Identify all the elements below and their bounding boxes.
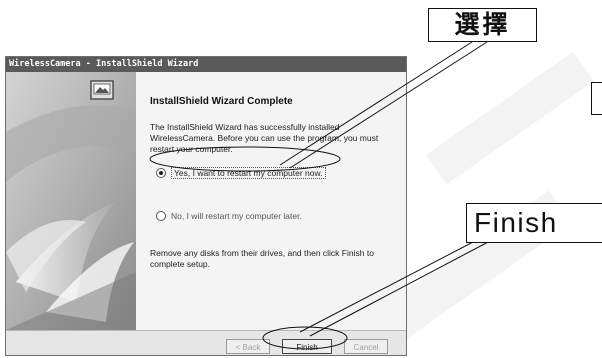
restart-now-label: Yes, I want to restart my computer now. xyxy=(171,167,326,179)
wizard-heading: InstallShield Wizard Complete xyxy=(150,96,293,107)
radio-unchecked-icon[interactable] xyxy=(156,211,166,221)
wizard-content: InstallShield Wizard Complete The Instal… xyxy=(136,72,406,330)
finish-button[interactable]: Finish xyxy=(282,339,332,354)
restart-now-option[interactable]: Yes, I want to restart my computer now. xyxy=(156,167,326,179)
window-title: WirelessCamera - InstallShield Wizard xyxy=(6,57,406,72)
wizard-footer-text: Remove any disks from their drives, and … xyxy=(150,248,374,269)
back-button[interactable]: < Back xyxy=(226,339,270,354)
cancel-button[interactable]: Cancel xyxy=(344,339,388,354)
select-callout: 選擇 xyxy=(428,8,537,42)
finish-callout: Finish xyxy=(466,203,602,243)
wizard-button-bar: < Back Finish Cancel xyxy=(6,330,406,355)
computer-setup-icon xyxy=(90,80,114,100)
side-art-graphic xyxy=(6,72,136,330)
radio-checked-icon[interactable] xyxy=(156,168,166,178)
wizard-message: The InstallShield Wizard has successfull… xyxy=(150,122,379,154)
installer-window: WirelessCamera - InstallShield Wizard xyxy=(5,56,407,356)
restart-later-option[interactable]: No, I will restart my computer later. xyxy=(156,211,302,221)
wizard-side-art xyxy=(6,72,136,330)
restart-later-label: No, I will restart my computer later. xyxy=(171,211,302,221)
edge-callout-stub xyxy=(591,82,602,115)
